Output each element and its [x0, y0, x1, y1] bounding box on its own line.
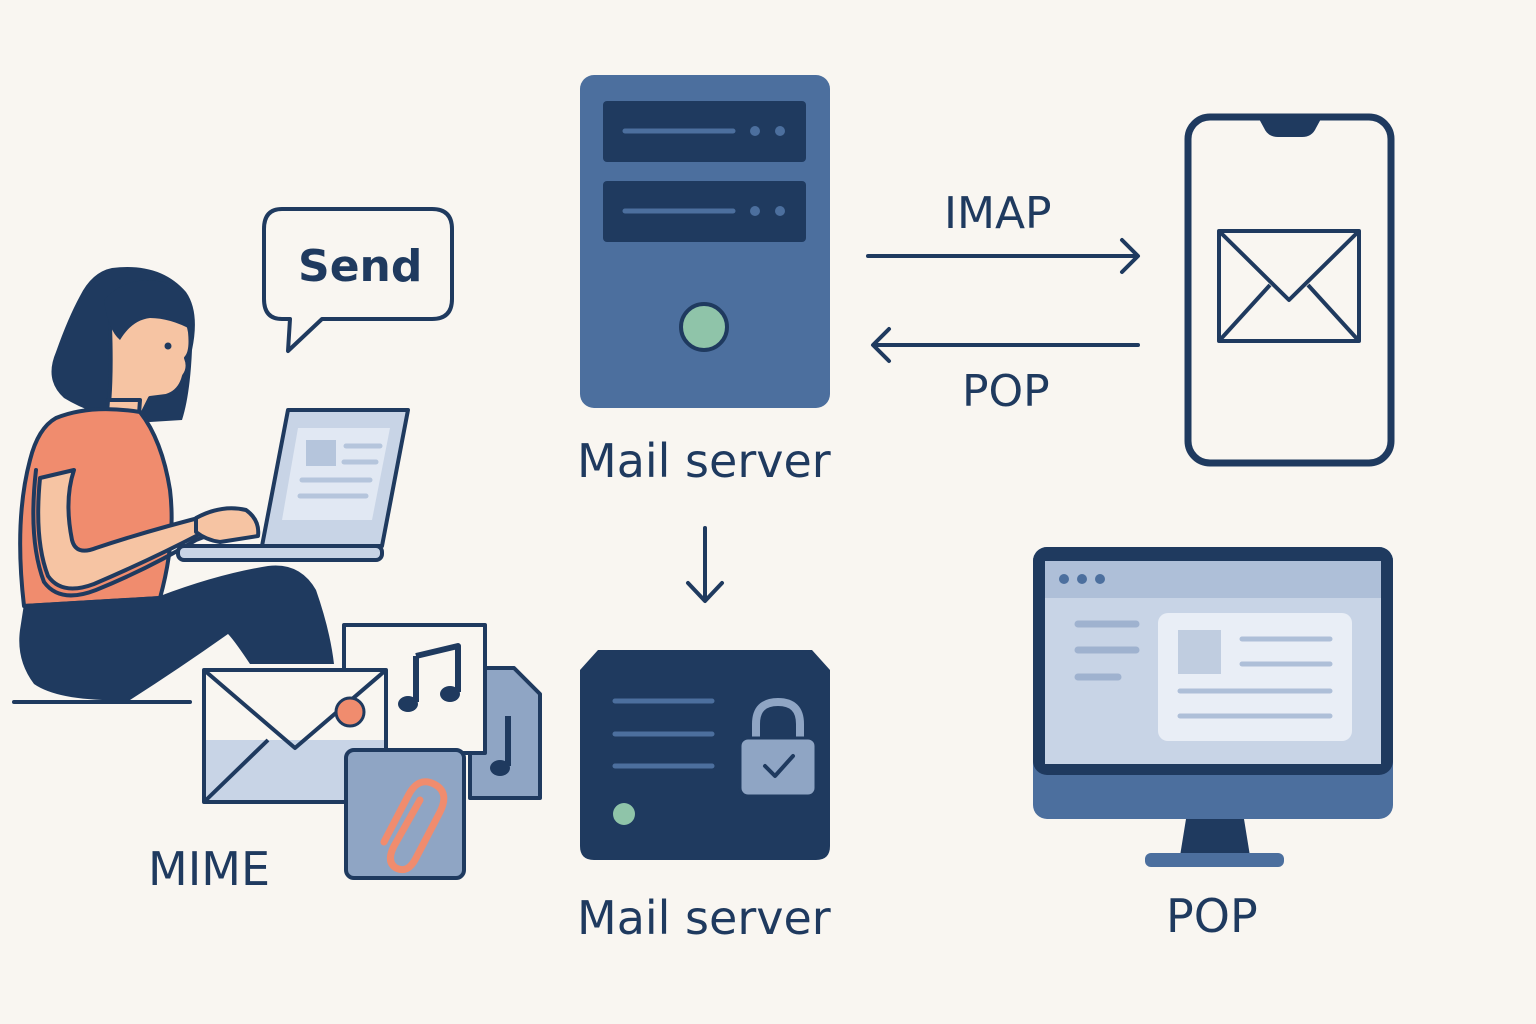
pop-arrow-label: POP — [962, 366, 1050, 417]
woman-with-laptop-icon — [12, 267, 410, 704]
mail-server-label-top: Mail server — [577, 434, 831, 488]
send-label: Send — [298, 241, 423, 292]
mime-attachments — [202, 623, 542, 880]
pop-desktop-label: POP — [1166, 889, 1258, 943]
pop-arrow — [871, 327, 1140, 363]
lock-icon — [738, 697, 818, 798]
down-arrow-icon — [686, 526, 724, 603]
imap-label: IMAP — [944, 188, 1052, 239]
speech-bubble-icon — [262, 207, 454, 353]
mail-server-label-bottom: Mail server — [577, 891, 831, 945]
secure-server-icon — [580, 650, 830, 860]
envelope-icon — [1217, 229, 1361, 343]
server-tower-icon — [580, 75, 830, 408]
mime-label: MIME — [148, 842, 271, 896]
imap-arrow — [866, 238, 1140, 274]
paperclip-icon — [344, 748, 466, 880]
desktop-monitor-icon — [1033, 547, 1393, 867]
smartphone-icon — [1184, 113, 1395, 467]
